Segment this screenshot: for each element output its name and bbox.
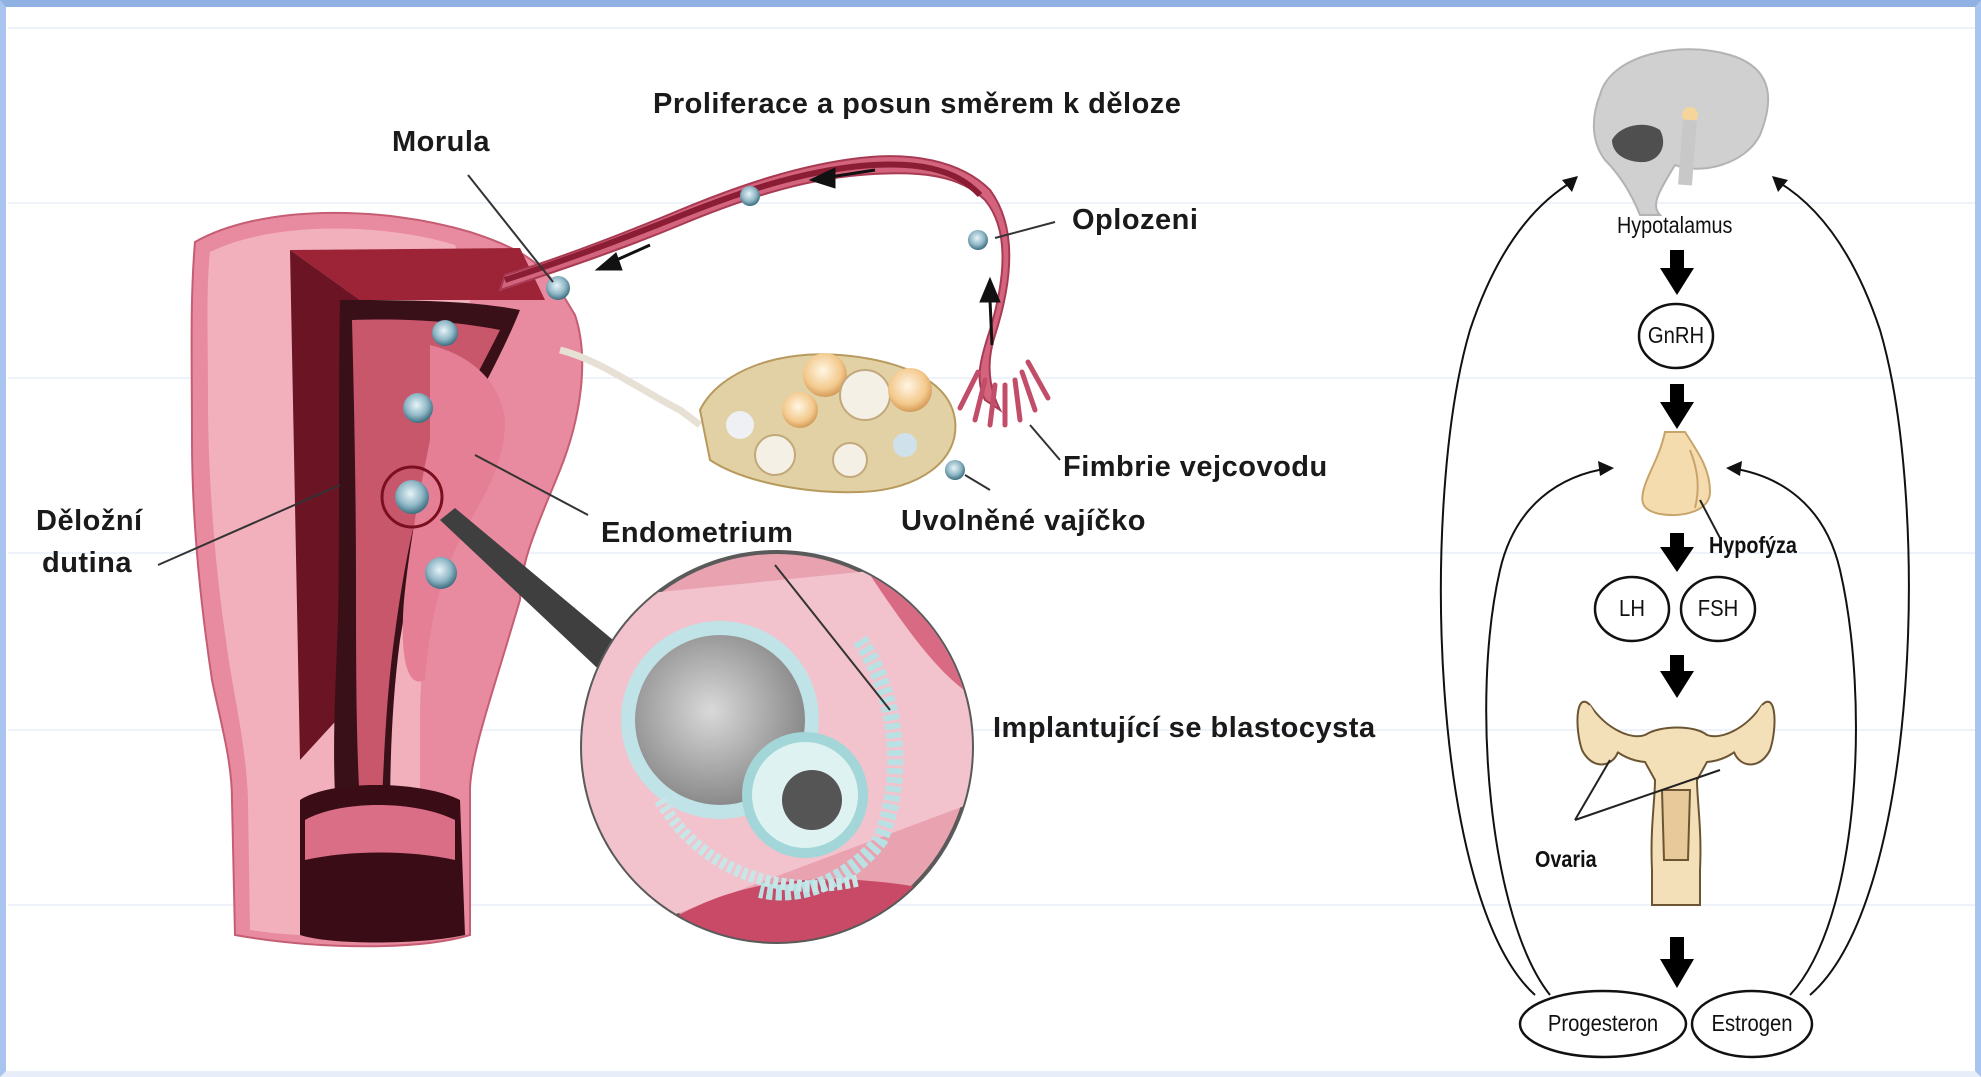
- label-implantujici-blastocysta: Implantující se blastocysta: [993, 712, 1376, 745]
- label-gnrh: GnRH: [1643, 322, 1708, 349]
- label-progesteron: Progesteron: [1533, 1010, 1674, 1037]
- label-delozni: Děložní: [36, 505, 143, 538]
- label-proliferace: Proliferace a posun směrem k děloze: [653, 88, 1181, 121]
- pituitary-gland: [1642, 432, 1710, 515]
- label-endometrium: Endometrium: [601, 517, 793, 550]
- label-uvolnene-vajicko: Uvolněné vajíčko: [901, 505, 1146, 538]
- label-dutina: dutina: [42, 547, 132, 580]
- label-ovaria: Ovaria: [1535, 846, 1597, 873]
- female-reproductive-organs: [1577, 702, 1774, 905]
- label-morula: Morula: [392, 126, 490, 159]
- label-fimbrie: Fimbrie vejcovodu: [1063, 451, 1328, 484]
- label-oplozeni: Oplozeni: [1072, 204, 1198, 237]
- brain-illustration: [1594, 49, 1768, 215]
- label-hypotalamus: Hypotalamus: [1617, 212, 1732, 239]
- label-hypofyza: Hypofýza: [1709, 532, 1797, 559]
- label-estrogen: Estrogen: [1701, 1010, 1803, 1037]
- label-fsh: FSH: [1685, 595, 1750, 622]
- label-lh: LH: [1599, 595, 1664, 622]
